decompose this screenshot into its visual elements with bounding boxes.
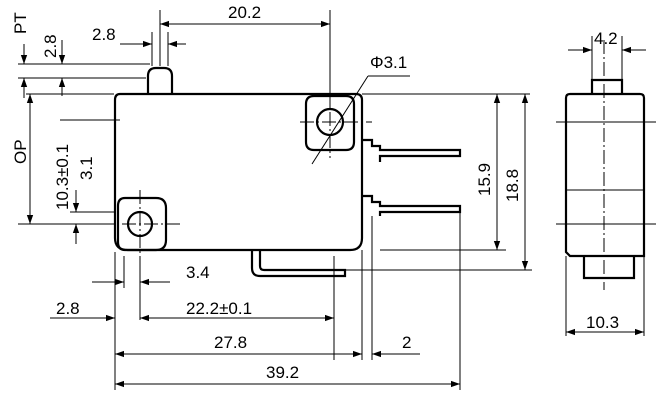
dimension-lines xyxy=(20,20,646,388)
actuator-plunger xyxy=(146,66,174,94)
terminal-no xyxy=(362,194,462,216)
extension-lines xyxy=(18,10,645,390)
label-phi-3-1: Φ3.1 xyxy=(370,53,407,72)
label-2-8-vertical: 2.8 xyxy=(41,34,60,58)
label-2: 2 xyxy=(402,333,411,352)
label-27-8: 27.8 xyxy=(214,333,247,352)
dimension-labels: PT OP 20.2 2.8 2.8 Φ3.1 4.2 10.3±0.1 3.1… xyxy=(11,3,619,382)
label-op: OP xyxy=(11,139,30,164)
side-view-body xyxy=(564,78,646,280)
terminal-common xyxy=(362,138,462,162)
label-10-3-tolerance: 10.3±0.1 xyxy=(53,144,72,210)
label-20-2: 20.2 xyxy=(228,3,261,22)
label-4-2: 4.2 xyxy=(594,29,618,48)
label-39-2: 39.2 xyxy=(266,363,299,382)
label-pt: PT xyxy=(11,12,30,34)
label-10-3: 10.3 xyxy=(586,313,619,332)
label-15-9: 15.9 xyxy=(475,163,494,196)
label-2-8-top: 2.8 xyxy=(92,25,116,44)
label-18-8: 18.8 xyxy=(503,169,522,202)
label-2-8-bottom: 2.8 xyxy=(56,299,80,318)
label-3-4: 3.4 xyxy=(186,263,210,282)
switch-body-outline xyxy=(113,92,364,252)
label-22-2: 22.2±0.1 xyxy=(186,299,252,318)
label-3-1: 3.1 xyxy=(77,156,96,180)
terminal-nc xyxy=(250,250,347,278)
center-lines xyxy=(100,40,656,290)
